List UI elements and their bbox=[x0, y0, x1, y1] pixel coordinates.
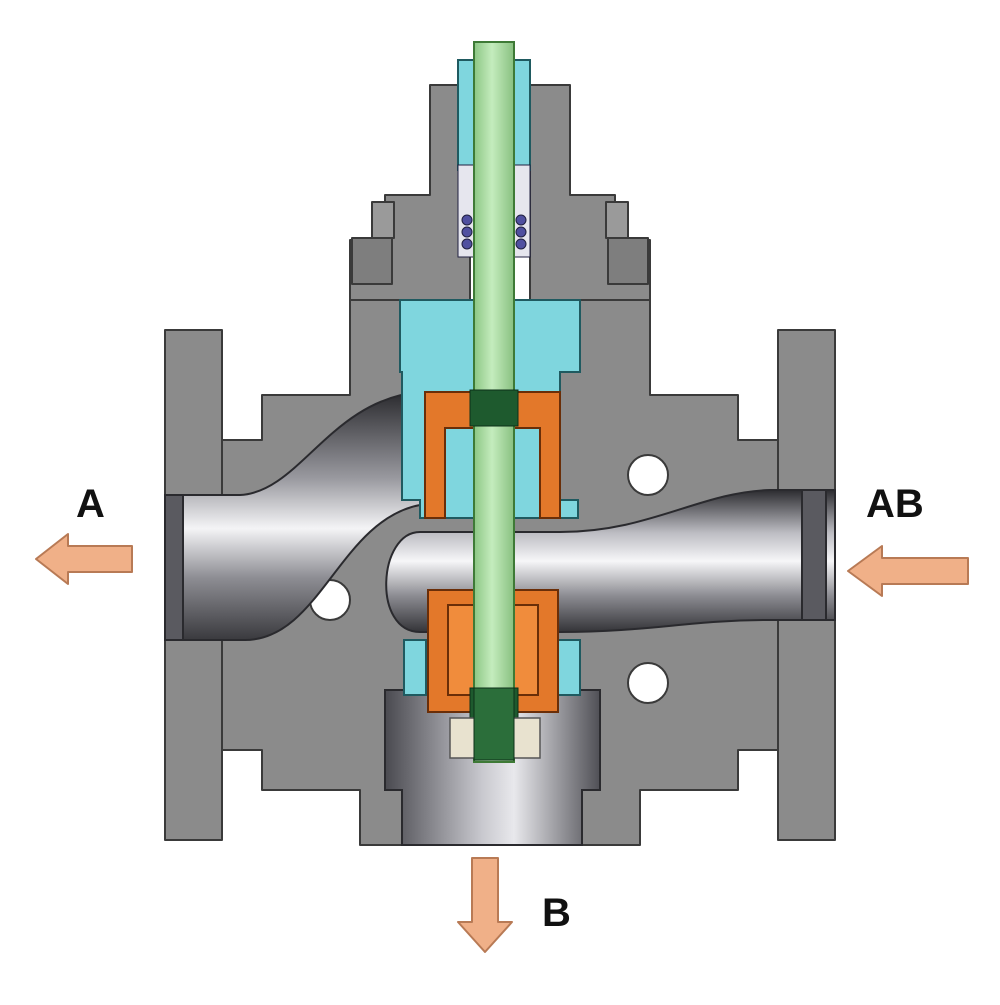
bonnet-bolt-left bbox=[351, 237, 393, 285]
port-ab-bore bbox=[801, 489, 827, 621]
upper-plug bbox=[424, 391, 561, 519]
port-label-a: A bbox=[76, 482, 105, 526]
lower-seat-ring-left bbox=[403, 639, 427, 696]
port-label-ab: AB bbox=[866, 482, 924, 526]
bonnet-bolt-right bbox=[607, 237, 649, 285]
bonnet-bolt-left-head bbox=[371, 201, 395, 239]
arrow-port-ab bbox=[847, 545, 969, 597]
arrow-port-a bbox=[35, 533, 133, 585]
bolt-hole bbox=[627, 662, 669, 704]
lower-seat-ring-right bbox=[557, 639, 581, 696]
arrow-port-b bbox=[457, 857, 513, 953]
channel-port-b bbox=[384, 689, 601, 846]
port-label-b: B bbox=[542, 891, 571, 935]
bonnet-bolt-right-head bbox=[605, 201, 629, 239]
valve-stem bbox=[449, 41, 541, 763]
stem-thread-lower-front bbox=[473, 687, 515, 761]
stem-thread-upper bbox=[469, 389, 519, 427]
bolt-hole bbox=[627, 454, 669, 496]
port-a-bore bbox=[164, 494, 184, 641]
packing-springs bbox=[457, 164, 531, 258]
